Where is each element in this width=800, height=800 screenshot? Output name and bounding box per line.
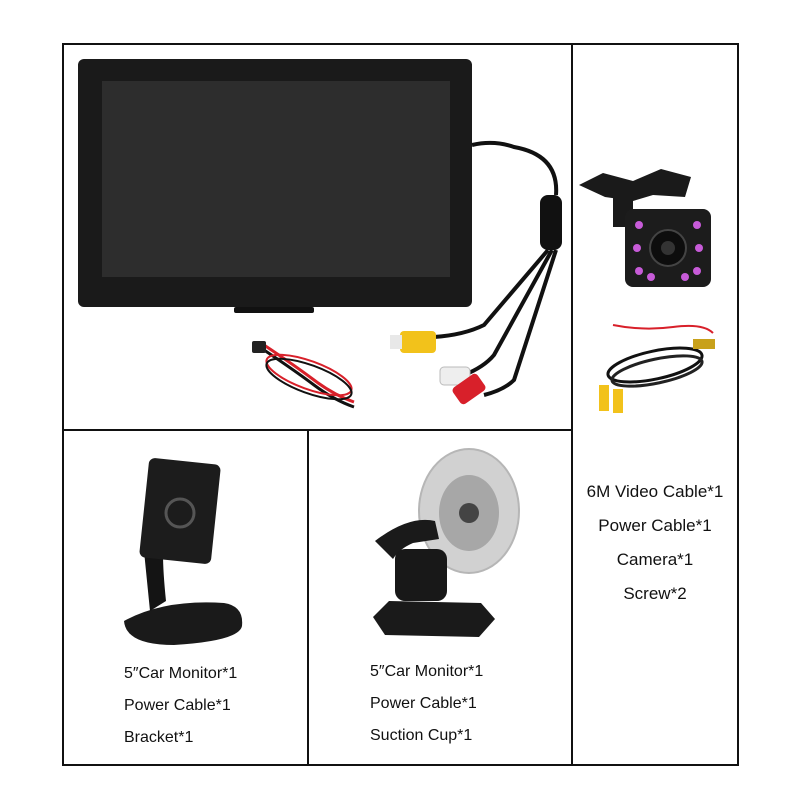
cable-splitter [540, 195, 562, 250]
product-grid-frame [62, 43, 739, 766]
suction-mount-plate [373, 601, 495, 637]
suction-set-item-monitor: 5″Car Monitor*1 [370, 663, 484, 680]
camera-bracket [579, 169, 691, 201]
camera-set-item-camera: Camera*1 [616, 550, 694, 569]
suction-set-item-suction-cup: Suction Cup*1 [370, 727, 473, 744]
monitor-set-contents: 5″Car Monitor*1 Power Cable*1 Bracket*1 [124, 658, 237, 754]
rca-yellow-plug [400, 331, 436, 353]
video-cable-coil [599, 324, 715, 413]
monitor-screen [102, 81, 450, 277]
divider-vertical-right [571, 43, 573, 766]
monitor-set-item-monitor: 5″Car Monitor*1 [124, 665, 238, 682]
stand-mount-plate [139, 458, 221, 564]
camera-set-contents: 6M Video Cable*1 Power Cable*1 Camera*1 … [574, 475, 736, 611]
suction-set-item-power-cable: Power Cable*1 [370, 695, 477, 712]
monitor-image [78, 59, 562, 409]
stand-base [124, 602, 243, 645]
bracket-stand-image [124, 458, 243, 645]
camera-ir-leds [633, 221, 703, 281]
monitor-set-item-bracket: Bracket*1 [124, 729, 194, 746]
suction-mount-arm [395, 549, 447, 601]
suction-mount-image [373, 448, 520, 637]
power-cable-coil [252, 341, 355, 409]
camera-set-item-screw: Screw*2 [623, 584, 687, 603]
rca-red-plug [452, 373, 486, 405]
camera-image [579, 169, 715, 413]
suction-set-contents: 5″Car Monitor*1 Power Cable*1 Suction Cu… [370, 656, 483, 752]
divider-vertical-bottom [307, 429, 309, 766]
camera-set-item-video-cable: 6M Video Cable*1 [586, 482, 724, 501]
monitor-set-item-power-cable: Power Cable*1 [124, 697, 231, 714]
rca-white-plug [439, 366, 471, 386]
divider-horizontal [62, 429, 573, 431]
camera-set-item-power-cable: Power Cable*1 [598, 516, 712, 535]
